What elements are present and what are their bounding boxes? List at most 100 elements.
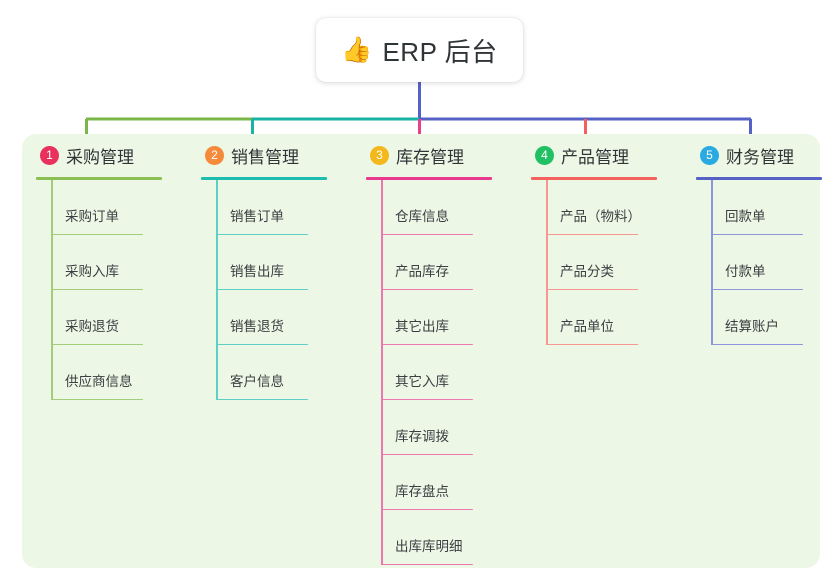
column-title: 库存管理 xyxy=(396,148,464,167)
list-item[interactable]: 回款单 xyxy=(696,180,839,235)
leaf-list: 销售订单销售出库销售退货客户信息 xyxy=(201,180,366,400)
list-item-label: 采购入库 xyxy=(65,264,119,279)
column-underline xyxy=(531,177,657,180)
list-item-underline xyxy=(711,233,803,235)
list-item[interactable]: 仓库信息 xyxy=(366,180,531,235)
list-item[interactable]: 结算账户 xyxy=(696,290,839,345)
list-item-label: 供应商信息 xyxy=(65,374,133,389)
list-item-label: 销售出库 xyxy=(230,264,284,279)
root-node[interactable]: 👍 ERP 后台 xyxy=(316,18,523,82)
list-item-underline xyxy=(711,288,803,290)
column-3: 3 库存管理仓库信息产品库存其它出库其它入库库存调拨库存盘点出库库明细 xyxy=(366,134,531,565)
list-item-label: 其它出库 xyxy=(395,319,449,334)
column-2: 2 销售管理销售订单销售出库销售退货客户信息 xyxy=(201,134,366,400)
list-item[interactable]: 其它出库 xyxy=(366,290,531,345)
list-item-underline xyxy=(546,233,638,235)
list-item[interactable]: 库存调拨 xyxy=(366,400,531,455)
list-item[interactable]: 产品分类 xyxy=(531,235,696,290)
column-underline xyxy=(201,177,327,180)
leaf-list: 回款单付款单结算账户 xyxy=(696,180,839,345)
column-spine xyxy=(51,180,53,400)
column-header-1[interactable]: 1 采购管理 xyxy=(36,134,201,180)
list-item-underline xyxy=(381,343,473,345)
column-title: 销售管理 xyxy=(231,148,299,167)
list-item-underline xyxy=(546,288,638,290)
list-item[interactable]: 产品单位 xyxy=(531,290,696,345)
list-item-label: 产品库存 xyxy=(395,264,449,279)
list-item[interactable]: 产品（物料） xyxy=(531,180,696,235)
column-badge-icon: 2 xyxy=(205,146,224,165)
list-item-underline xyxy=(381,508,473,510)
list-item-label: 客户信息 xyxy=(230,374,284,389)
list-item[interactable]: 供应商信息 xyxy=(36,345,201,400)
list-item-label: 采购退货 xyxy=(65,319,119,334)
list-item-underline xyxy=(51,398,143,400)
list-item-underline xyxy=(381,453,473,455)
leaf-list: 仓库信息产品库存其它出库其它入库库存调拨库存盘点出库库明细 xyxy=(366,180,531,565)
list-item-label: 库存盘点 xyxy=(395,484,449,499)
list-item[interactable]: 销售订单 xyxy=(201,180,366,235)
list-item-label: 付款单 xyxy=(725,264,766,279)
list-item-underline xyxy=(51,288,143,290)
list-item-underline xyxy=(216,398,308,400)
list-item-underline xyxy=(381,233,473,235)
list-item-underline xyxy=(381,398,473,400)
list-item-label: 产品分类 xyxy=(560,264,614,279)
list-item-label: 库存调拨 xyxy=(395,429,449,444)
column-spine xyxy=(711,180,713,345)
list-item[interactable]: 客户信息 xyxy=(201,345,366,400)
column-header-5[interactable]: 5 财务管理 xyxy=(696,134,839,180)
list-item-label: 产品单位 xyxy=(560,319,614,334)
list-item-label: 结算账户 xyxy=(725,319,779,334)
thumbs-up-icon: 👍 xyxy=(341,35,373,64)
column-title: 财务管理 xyxy=(726,148,794,167)
list-item-underline xyxy=(381,288,473,290)
list-item-underline xyxy=(216,233,308,235)
list-item-underline xyxy=(216,288,308,290)
list-item[interactable]: 采购入库 xyxy=(36,235,201,290)
root-title: ERP 后台 xyxy=(382,36,498,67)
column-underline xyxy=(696,177,822,180)
content-panel xyxy=(22,134,820,568)
column-spine xyxy=(381,180,383,565)
list-item-label: 销售订单 xyxy=(230,209,284,224)
column-header-3[interactable]: 3 库存管理 xyxy=(366,134,531,180)
list-item[interactable]: 产品库存 xyxy=(366,235,531,290)
list-item-underline xyxy=(711,343,803,345)
list-item-underline xyxy=(546,343,638,345)
column-5: 5 财务管理回款单付款单结算账户 xyxy=(696,134,839,345)
column-badge-icon: 5 xyxy=(700,146,719,165)
leaf-list: 采购订单采购入库采购退货供应商信息 xyxy=(36,180,201,400)
list-item-label: 销售退货 xyxy=(230,319,284,334)
list-item[interactable]: 销售退货 xyxy=(201,290,366,345)
column-badge-icon: 3 xyxy=(370,146,389,165)
list-item-underline xyxy=(216,343,308,345)
list-item[interactable]: 其它入库 xyxy=(366,345,531,400)
list-item-label: 其它入库 xyxy=(395,374,449,389)
list-item[interactable]: 付款单 xyxy=(696,235,839,290)
list-item-label: 采购订单 xyxy=(65,209,119,224)
list-item-underline xyxy=(381,563,473,565)
list-item-label: 产品（物料） xyxy=(560,209,641,224)
column-title: 产品管理 xyxy=(561,148,629,167)
list-item-underline xyxy=(51,233,143,235)
leaf-list: 产品（物料） 产品分类产品单位 xyxy=(531,180,696,345)
list-item[interactable]: 采购订单 xyxy=(36,180,201,235)
list-item-label: 出库库明细 xyxy=(395,539,463,554)
column-title: 采购管理 xyxy=(66,148,134,167)
column-badge-icon: 1 xyxy=(40,146,59,165)
column-header-2[interactable]: 2 销售管理 xyxy=(201,134,366,180)
list-item[interactable]: 库存盘点 xyxy=(366,455,531,510)
column-spine xyxy=(546,180,548,345)
list-item-label: 仓库信息 xyxy=(395,209,449,224)
column-spine xyxy=(216,180,218,400)
column-underline xyxy=(36,177,162,180)
column-underline xyxy=(366,177,492,180)
list-item[interactable]: 采购退货 xyxy=(36,290,201,345)
list-item[interactable]: 销售出库 xyxy=(201,235,366,290)
list-item[interactable]: 出库库明细 xyxy=(366,510,531,565)
list-item-underline xyxy=(51,343,143,345)
